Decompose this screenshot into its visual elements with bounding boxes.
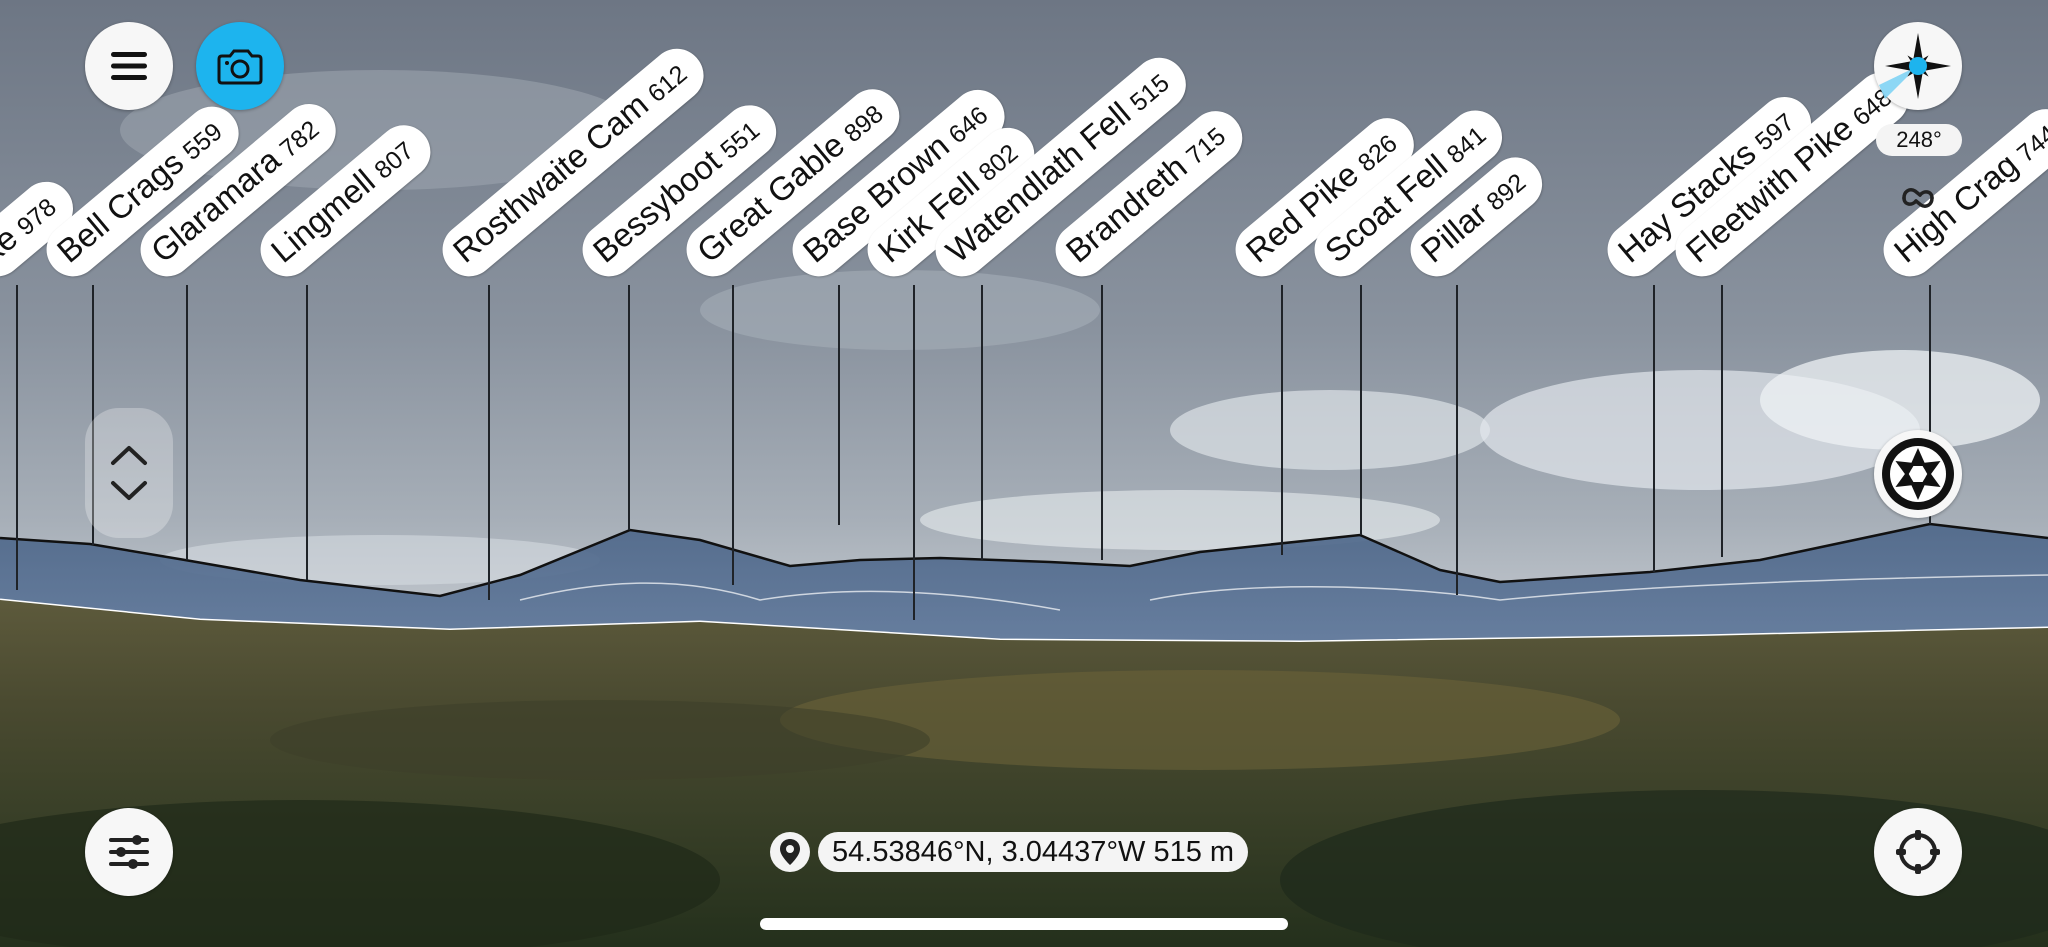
peak-marker-line: [913, 285, 915, 620]
chevron-down-icon[interactable]: [110, 480, 148, 502]
camera-button[interactable]: [196, 22, 284, 110]
peak-marker-line: [1456, 285, 1458, 595]
location-pin[interactable]: [770, 832, 810, 872]
chevron-up-icon[interactable]: [110, 444, 148, 466]
heading-readout: 248°: [1876, 124, 1962, 156]
compass-icon: [1879, 33, 1951, 99]
peak-marker-line: [1653, 285, 1655, 572]
shutter-icon: [1882, 438, 1954, 510]
home-indicator: [760, 918, 1288, 930]
peak-marker-line: [628, 285, 630, 530]
peak-marker-line: [186, 285, 188, 560]
peak-marker-line: [1721, 285, 1723, 557]
peak-elevation: 551: [715, 116, 766, 165]
peak-marker-line: [1101, 285, 1103, 560]
peak-elevation: 744: [2011, 119, 2048, 169]
location-bar: 54.53846°N, 3.04437°W 515 m: [770, 830, 1249, 874]
sliders-icon: [109, 835, 149, 869]
peak-elevation: 715: [1181, 122, 1232, 171]
menu-button[interactable]: [85, 22, 173, 110]
peak-elevation: 559: [177, 117, 228, 166]
settings-button[interactable]: [85, 808, 173, 896]
shutter-button[interactable]: [1874, 430, 1962, 518]
peak-marker-line: [488, 285, 490, 600]
camera-icon: [217, 49, 263, 85]
peak-marker-line: [1360, 285, 1362, 535]
peak-marker-line: [16, 285, 18, 590]
peak-elevation: 612: [642, 59, 693, 109]
compass-button[interactable]: [1874, 22, 1962, 110]
sync-icon[interactable]: [1896, 182, 1940, 214]
peak-marker-line: [838, 285, 840, 525]
peak-marker-line: [1929, 285, 1931, 524]
peak-marker-line: [92, 285, 94, 545]
peak-elevation: 515: [1124, 68, 1175, 118]
peak-marker-line: [306, 285, 308, 580]
peak-marker-line: [1281, 285, 1283, 555]
location-pin-icon: [780, 839, 800, 865]
peak-elevation: 782: [274, 115, 325, 164]
crosshair-icon: [1896, 830, 1940, 874]
hamburger-menu-icon: [111, 52, 147, 80]
peak-marker-line: [981, 285, 983, 560]
location-coordinates: 54.53846°N, 3.04437°W 515 m: [818, 832, 1249, 872]
peak-marker-line: [732, 285, 734, 585]
recenter-button[interactable]: [1874, 808, 1962, 896]
peak-elevation: 892: [1481, 168, 1532, 217]
peak-elevation: 898: [838, 99, 889, 149]
zoom-control[interactable]: [85, 408, 173, 538]
peak-elevation: 841: [1441, 121, 1492, 170]
peak-elevation: 807: [369, 136, 420, 185]
